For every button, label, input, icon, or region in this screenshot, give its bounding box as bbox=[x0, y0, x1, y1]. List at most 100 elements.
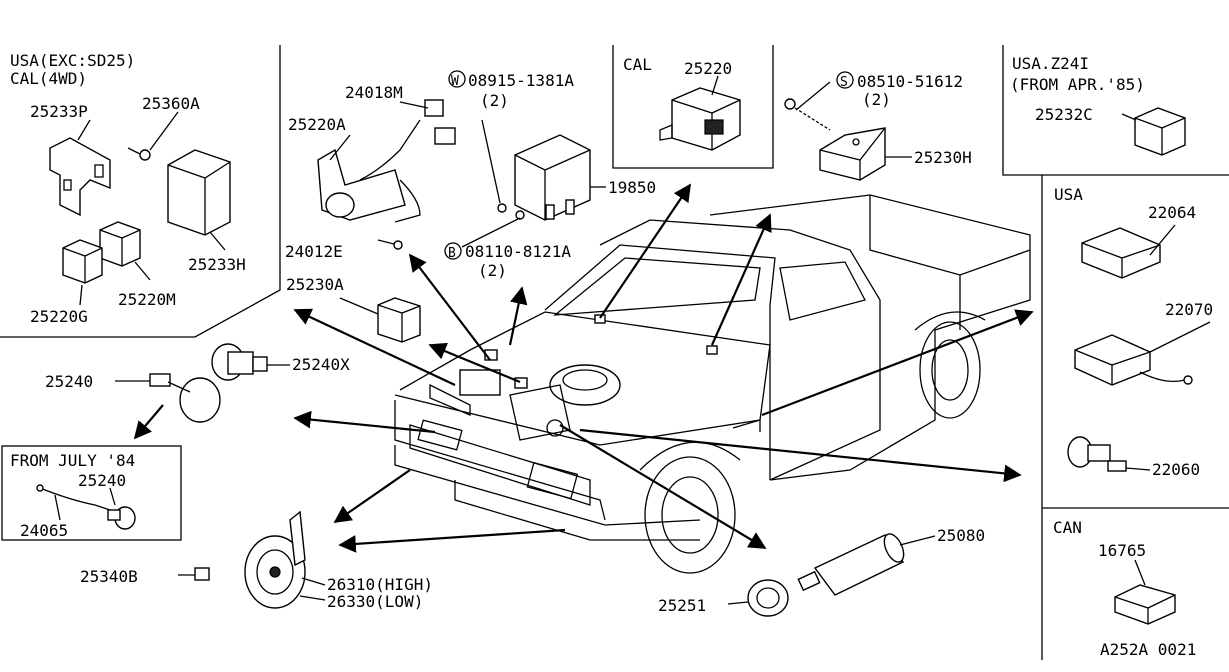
label-25220m: 25220M bbox=[118, 290, 176, 309]
frame-cal bbox=[612, 45, 774, 169]
label-25340b: 25340B bbox=[80, 567, 138, 586]
label-25360a: 25360A bbox=[142, 94, 200, 113]
bolt-icon bbox=[784, 98, 796, 110]
arrow-to-horn-2 bbox=[338, 528, 566, 553]
leader-22060 bbox=[1125, 467, 1151, 471]
label-08510: 08510-51612 bbox=[857, 72, 963, 91]
truck-illustration bbox=[394, 194, 1031, 574]
pointer-arrows bbox=[133, 183, 1034, 553]
bolt-line bbox=[377, 239, 395, 245]
switch-thread bbox=[149, 373, 171, 387]
leader-25220m bbox=[134, 261, 151, 281]
sensor-22060 bbox=[1067, 436, 1127, 472]
battery-tray bbox=[429, 383, 471, 416]
relay-tab bbox=[659, 124, 673, 141]
switch-neck bbox=[167, 381, 191, 393]
leader-25080 bbox=[899, 535, 936, 546]
nut-25251 bbox=[747, 579, 789, 617]
bracket-slot bbox=[63, 179, 72, 191]
leader-25233h bbox=[209, 231, 226, 251]
connector-24018m bbox=[424, 99, 456, 145]
wire-24065 bbox=[36, 484, 136, 530]
relay-icon bbox=[167, 149, 231, 236]
leader-25233p bbox=[77, 119, 91, 141]
leader-24018m bbox=[399, 101, 429, 109]
leader-08110 bbox=[461, 217, 521, 248]
unit-edges bbox=[514, 149, 591, 220]
windshield-glass bbox=[552, 257, 761, 316]
relay-edges bbox=[99, 229, 141, 266]
leader-22070 bbox=[1149, 321, 1211, 353]
leader-25220g bbox=[79, 284, 83, 306]
rear-wheel-hub bbox=[931, 339, 969, 401]
label-24065: 24065 bbox=[20, 521, 68, 540]
bracket-slot-2 bbox=[94, 164, 104, 178]
label-25230a: 25230A bbox=[286, 275, 344, 294]
label-25240: 25240 bbox=[45, 372, 93, 391]
label-cal-4wd: CAL(4WD) bbox=[10, 69, 87, 88]
grille bbox=[394, 400, 606, 521]
relay-terminal bbox=[704, 119, 724, 135]
circle-w bbox=[448, 70, 466, 88]
relay-edges bbox=[819, 127, 886, 180]
control-unit-22070 bbox=[1074, 334, 1193, 386]
label-from-apr85: (FROM APR.'85) bbox=[1010, 75, 1145, 94]
relay-icon bbox=[62, 239, 103, 284]
relay-icon bbox=[99, 221, 141, 267]
bracket-icon bbox=[49, 137, 111, 217]
circle-b bbox=[444, 242, 462, 260]
arrow-to-usa-exc bbox=[293, 308, 456, 386]
leader-08915 bbox=[481, 119, 501, 204]
relay-hole bbox=[852, 138, 860, 146]
switch-thread bbox=[107, 509, 121, 521]
label-24012e: 24012E bbox=[285, 242, 343, 261]
leader-25230a bbox=[339, 297, 379, 315]
label-cal: CAL bbox=[623, 55, 652, 74]
label-25240x: 25240X bbox=[292, 355, 350, 374]
label-22070: 22070 bbox=[1165, 300, 1213, 319]
label-22064: 22064 bbox=[1148, 203, 1196, 222]
leader-25251 bbox=[727, 601, 749, 605]
unit-edges bbox=[1074, 349, 1151, 385]
label-can: CAN bbox=[1053, 518, 1082, 537]
frame-usa-exc bbox=[0, 45, 281, 338]
arrow-to-usa bbox=[761, 309, 1034, 417]
solenoid-body bbox=[325, 192, 355, 218]
frame-usa-z24i bbox=[1002, 45, 1229, 176]
side-window bbox=[779, 261, 866, 321]
bolt-icon bbox=[497, 203, 507, 213]
control-unit-icon bbox=[1114, 584, 1176, 625]
control-unit-16765 bbox=[1114, 584, 1176, 625]
arrow-to-25240 bbox=[293, 410, 436, 434]
label-08915: 08915-1381A bbox=[468, 71, 574, 90]
unit-edges bbox=[1114, 594, 1176, 624]
lower-bumper bbox=[454, 480, 700, 541]
screw-08510 bbox=[784, 98, 831, 131]
bolt-icon bbox=[515, 210, 525, 220]
headlight-right bbox=[526, 461, 579, 500]
sensor-tip bbox=[1107, 460, 1127, 472]
relay-25232c bbox=[1134, 107, 1186, 156]
wire-icon bbox=[39, 487, 111, 511]
nut-icon bbox=[747, 579, 789, 617]
truck-bed bbox=[709, 194, 1031, 481]
unit-plug-2 bbox=[565, 199, 575, 215]
cab-relay-2 bbox=[706, 345, 718, 355]
relay-25233h bbox=[167, 149, 231, 236]
label-24018m: 24018M bbox=[345, 83, 403, 102]
leader-26310 bbox=[301, 577, 326, 586]
label-25230h: 25230H bbox=[914, 148, 972, 167]
relay-icon bbox=[819, 127, 886, 181]
label-08110: 08110-8121A bbox=[465, 242, 571, 261]
control-unit-icon bbox=[514, 134, 591, 221]
air-cleaner bbox=[549, 364, 621, 406]
arrow-to-from-july84 bbox=[133, 404, 164, 440]
relay-edges bbox=[62, 247, 103, 283]
relay-25230h bbox=[819, 127, 886, 181]
label-qty-s: (2) bbox=[862, 90, 891, 109]
leader-22064 bbox=[1149, 224, 1176, 256]
bolt-25340b bbox=[194, 567, 210, 581]
unit-wire bbox=[1139, 371, 1186, 383]
